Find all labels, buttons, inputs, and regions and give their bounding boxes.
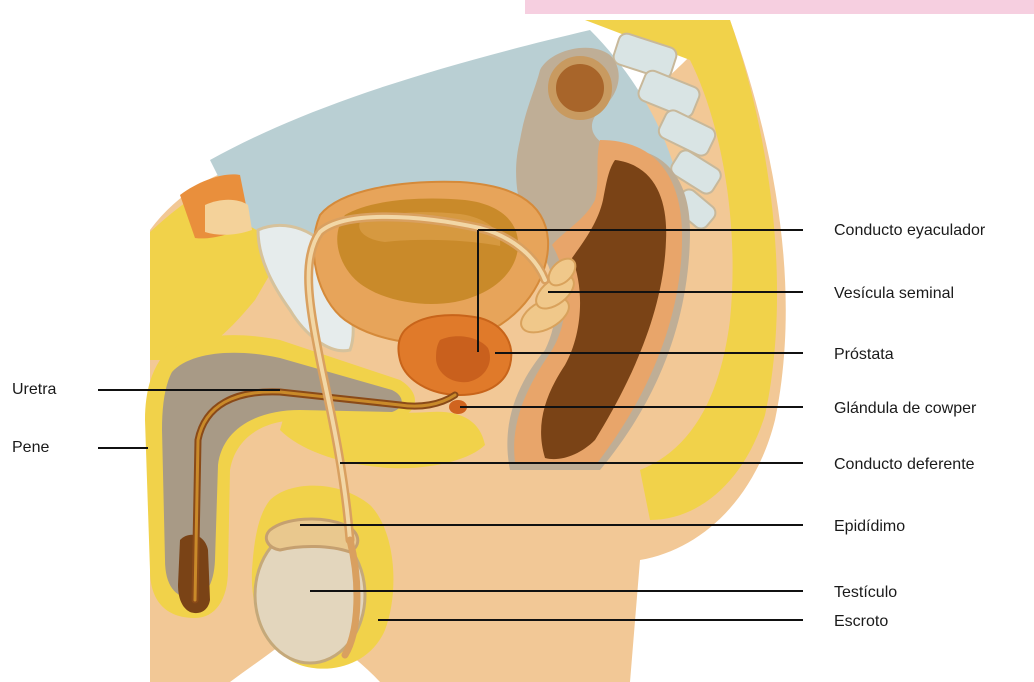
label-conducto-deferente: Conducto deferente — [834, 456, 975, 473]
label-pene: Pene — [12, 439, 49, 456]
label-uretra: Uretra — [12, 381, 57, 398]
label-conducto-eyaculador: Conducto eyaculador — [834, 222, 986, 239]
label-epididimo: Epidídimo — [834, 518, 905, 535]
pubic-tissue-light — [205, 200, 252, 235]
header-accent-strip — [525, 0, 1034, 14]
label-vesicula-seminal: Vesícula seminal — [834, 285, 954, 302]
label-escroto: Escroto — [834, 613, 888, 630]
label-testiculo: Testículo — [834, 584, 897, 601]
label-glandula-cowper: Glándula de cowper — [834, 400, 977, 417]
sigmoid-colon-ring — [552, 60, 608, 116]
label-prostata: Próstata — [834, 346, 894, 363]
